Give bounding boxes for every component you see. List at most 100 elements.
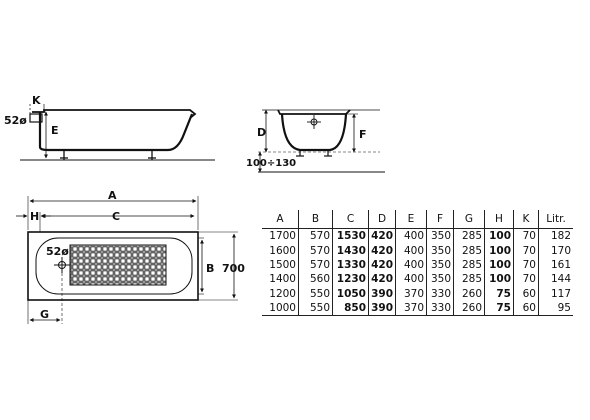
table-cell: 95 bbox=[538, 300, 573, 316]
table-cell: 161 bbox=[538, 257, 573, 273]
table-cell: 1530 bbox=[332, 228, 369, 244]
table-cell: 60 bbox=[513, 286, 539, 301]
table-cell: 560 bbox=[298, 272, 333, 287]
table-cell: 420 bbox=[368, 228, 396, 244]
top-view: A H C 52ø B 700 G bbox=[16, 189, 245, 324]
table-cell: 170 bbox=[538, 243, 573, 258]
bathtub-rim bbox=[32, 109, 197, 119]
column-header: C bbox=[332, 210, 369, 229]
table-cell: 570 bbox=[298, 228, 333, 244]
centre-mark bbox=[307, 115, 321, 129]
table-cell: 420 bbox=[368, 272, 396, 287]
table-cell: 420 bbox=[368, 243, 396, 258]
table-cell: 60 bbox=[513, 300, 539, 316]
table-cell: 70 bbox=[513, 228, 539, 244]
table-cell: 350 bbox=[426, 257, 454, 273]
dim-f-label: F bbox=[359, 128, 367, 141]
column-header: K bbox=[513, 210, 539, 229]
table-cell: 570 bbox=[298, 257, 333, 273]
table-cell: 370 bbox=[395, 286, 427, 301]
anti-slip-grid bbox=[69, 244, 167, 286]
table-cell: 350 bbox=[426, 243, 454, 258]
table-cell: 100 bbox=[484, 272, 514, 287]
table-cell: 70 bbox=[513, 243, 539, 258]
table-cell: 1330 bbox=[332, 257, 369, 273]
table-cell: 285 bbox=[453, 257, 485, 273]
table-cell: 100 bbox=[484, 228, 514, 244]
table-cell: 260 bbox=[453, 286, 485, 301]
dim-a-label: A bbox=[108, 189, 117, 202]
table-cell: 370 bbox=[395, 300, 427, 316]
end-rim bbox=[277, 109, 351, 115]
table-cell: 330 bbox=[426, 300, 454, 316]
table-cell: 100 bbox=[484, 243, 514, 258]
table-cell: 1000 bbox=[269, 302, 296, 315]
table-cell: 285 bbox=[453, 272, 485, 287]
table-cell: 285 bbox=[453, 243, 485, 258]
column-header: D bbox=[368, 210, 396, 229]
table-cell: 1700 bbox=[262, 228, 299, 244]
column-header: B bbox=[298, 210, 333, 229]
leg-range-label: 100÷130 bbox=[246, 158, 296, 169]
table-cell: 350 bbox=[426, 272, 454, 287]
drain-diameter-label: 52ø bbox=[46, 245, 69, 258]
column-header: E bbox=[395, 210, 427, 229]
table-cell: 400 bbox=[395, 228, 427, 244]
table-cell: 420 bbox=[368, 257, 396, 273]
table-cell: 1230 bbox=[332, 272, 369, 287]
column-header: G bbox=[453, 210, 485, 229]
table-cell: 850 bbox=[332, 300, 369, 316]
table-cell: 1400 bbox=[269, 273, 296, 286]
pipe-diameter-label: 52ø bbox=[4, 114, 27, 127]
table-cell: 330 bbox=[426, 286, 454, 301]
table-cell: 117 bbox=[538, 286, 573, 301]
table-cell: 1200 bbox=[269, 287, 296, 300]
table-cell: 570 bbox=[298, 243, 333, 258]
table-cell: 390 bbox=[368, 300, 396, 316]
table-cell: 144 bbox=[538, 272, 573, 287]
table-cell: 350 bbox=[426, 228, 454, 244]
table-cell: 285 bbox=[453, 228, 485, 244]
table-cell: 400 bbox=[395, 257, 427, 273]
table-cell: 75 bbox=[484, 300, 514, 316]
table-cell: 550 bbox=[298, 300, 333, 316]
column-header: F bbox=[426, 210, 454, 229]
dim-g-label: G bbox=[40, 308, 49, 321]
end-view: D F 100÷130 bbox=[246, 109, 385, 173]
dim-c-label: C bbox=[112, 210, 120, 223]
table-cell: 70 bbox=[513, 257, 539, 273]
column-header: Litr. bbox=[538, 210, 573, 229]
table-cell: 400 bbox=[395, 243, 427, 258]
dim-width-label: 700 bbox=[222, 262, 245, 275]
dim-h-label: H bbox=[30, 210, 39, 223]
bathtub-basin bbox=[35, 237, 193, 295]
table-cell: 1050 bbox=[332, 286, 369, 301]
dim-b-label: B bbox=[206, 262, 214, 275]
dim-e-label: E bbox=[51, 124, 59, 137]
table-cell: 400 bbox=[395, 272, 427, 287]
table-cell: 182 bbox=[538, 228, 573, 244]
table-cell: 390 bbox=[368, 286, 396, 301]
column-header: A bbox=[276, 213, 284, 225]
table-cell: 550 bbox=[298, 286, 333, 301]
dim-k-label: K bbox=[32, 94, 41, 107]
side-view: K 52ø E bbox=[4, 94, 215, 161]
bathtub-legs bbox=[60, 150, 156, 160]
table-cell: 260 bbox=[453, 300, 485, 316]
table-cell: 70 bbox=[513, 272, 539, 287]
dim-d-label: D bbox=[257, 126, 266, 139]
table-cell: 1500 bbox=[269, 258, 296, 271]
end-legs bbox=[296, 150, 332, 157]
column-header: H bbox=[484, 210, 514, 229]
end-body bbox=[280, 113, 348, 152]
